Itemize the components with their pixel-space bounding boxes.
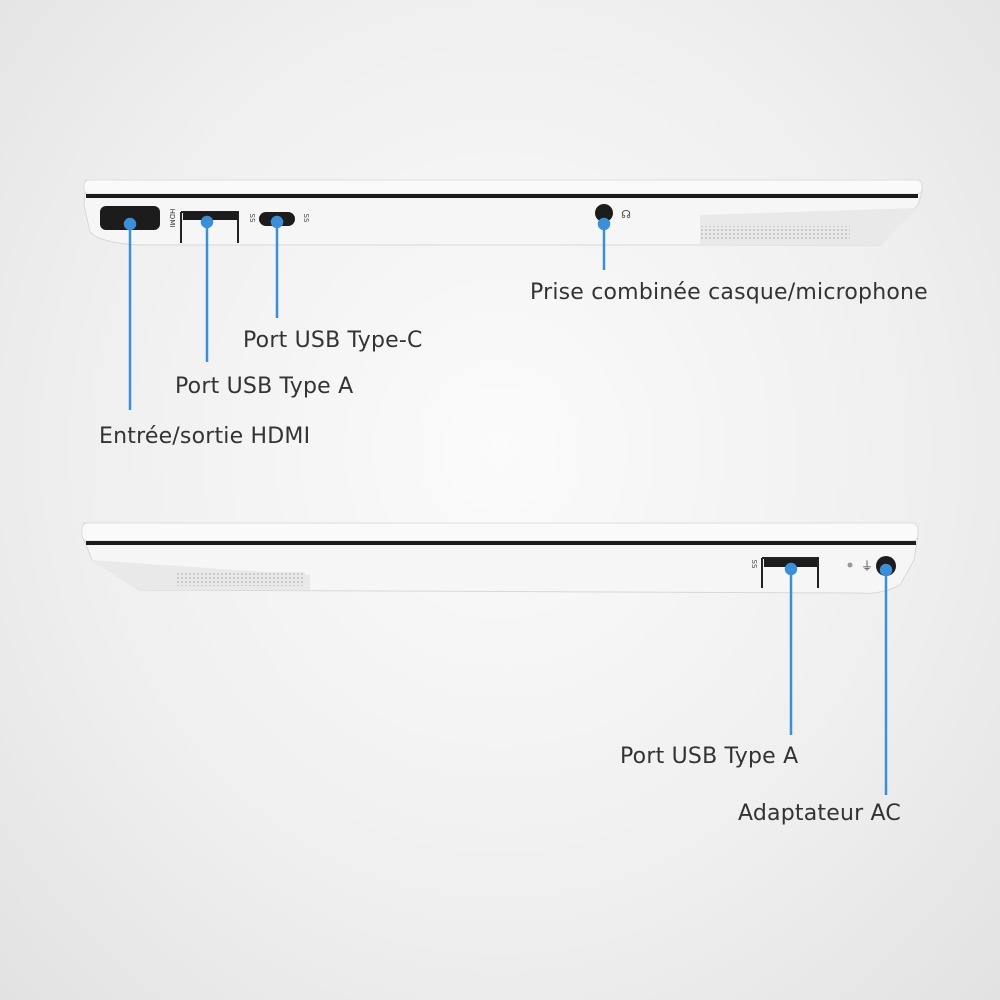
usb-a-port	[183, 212, 237, 220]
usb-c-marking: SS	[302, 214, 310, 223]
headset-icon: ☊	[621, 208, 631, 221]
top-callout-lines	[123, 215, 611, 410]
power-plug-icon: ⏚	[861, 559, 873, 573]
audio-jack	[595, 204, 613, 222]
label-hdmi: Entrée/sortie HDMI	[99, 424, 311, 449]
label-usb-c: Port USB Type-C	[243, 328, 423, 353]
label-ac-adapter: Adaptateur AC	[738, 801, 901, 826]
hdmi-marking: HDMI	[168, 209, 176, 228]
charge-led	[847, 562, 853, 568]
laptop-right-side: SS ⏚	[81, 522, 919, 594]
bottom-callout-lines	[784, 562, 893, 795]
label-audio-jack: Prise combinée casque/microphone	[530, 280, 928, 305]
label-usb-a-bottom: Port USB Type A	[620, 744, 799, 769]
laptop-left-side: HDMI SS SS ☊	[83, 179, 923, 246]
usb-a-marking: SS	[750, 560, 758, 569]
label-usb-a-top: Port USB Type A	[175, 374, 354, 399]
usb-a-marking: SS	[248, 214, 256, 223]
